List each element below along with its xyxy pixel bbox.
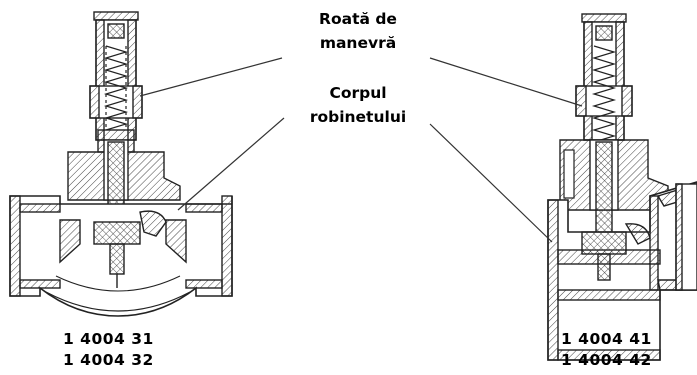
right-variant-codes: 1 4004 41 1 4004 42 — [561, 329, 652, 371]
body-callout-line1: Corpul — [329, 84, 387, 102]
straight-valve-drawing — [9, 11, 233, 317]
left-code-1: 1 4004 31 — [63, 330, 154, 348]
valve-body-right — [547, 181, 697, 361]
leader-body-right — [429, 123, 553, 243]
bonnet-left — [67, 129, 181, 213]
handwheel-right — [575, 13, 633, 141]
body-callout-line2: robinetului — [309, 108, 407, 126]
left-variant-codes: 1 4004 31 1 4004 32 — [63, 329, 154, 371]
leader-body-left — [177, 117, 285, 211]
bonnet-right — [559, 139, 669, 243]
right-code-2: 1 4004 42 — [561, 351, 652, 369]
spring-left — [103, 45, 129, 131]
valve-disc-left — [93, 210, 167, 288]
valve-disc-right — [581, 223, 651, 281]
right-code-1: 1 4004 41 — [561, 330, 652, 348]
leader-handwheel-left — [139, 57, 283, 97]
body-callout: Corpul robinetului — [296, 81, 420, 129]
handwheel-callout-line1: Roată de — [319, 10, 397, 28]
handwheel-callout: Roată de manevră — [296, 7, 420, 55]
leader-handwheel-right — [429, 57, 583, 107]
handwheel-left — [89, 11, 143, 141]
left-code-2: 1 4004 32 — [63, 351, 154, 369]
leader-lines — [139, 57, 583, 243]
handwheel-callout-line2: manevră — [319, 34, 397, 52]
angle-valve-drawing — [547, 13, 697, 361]
